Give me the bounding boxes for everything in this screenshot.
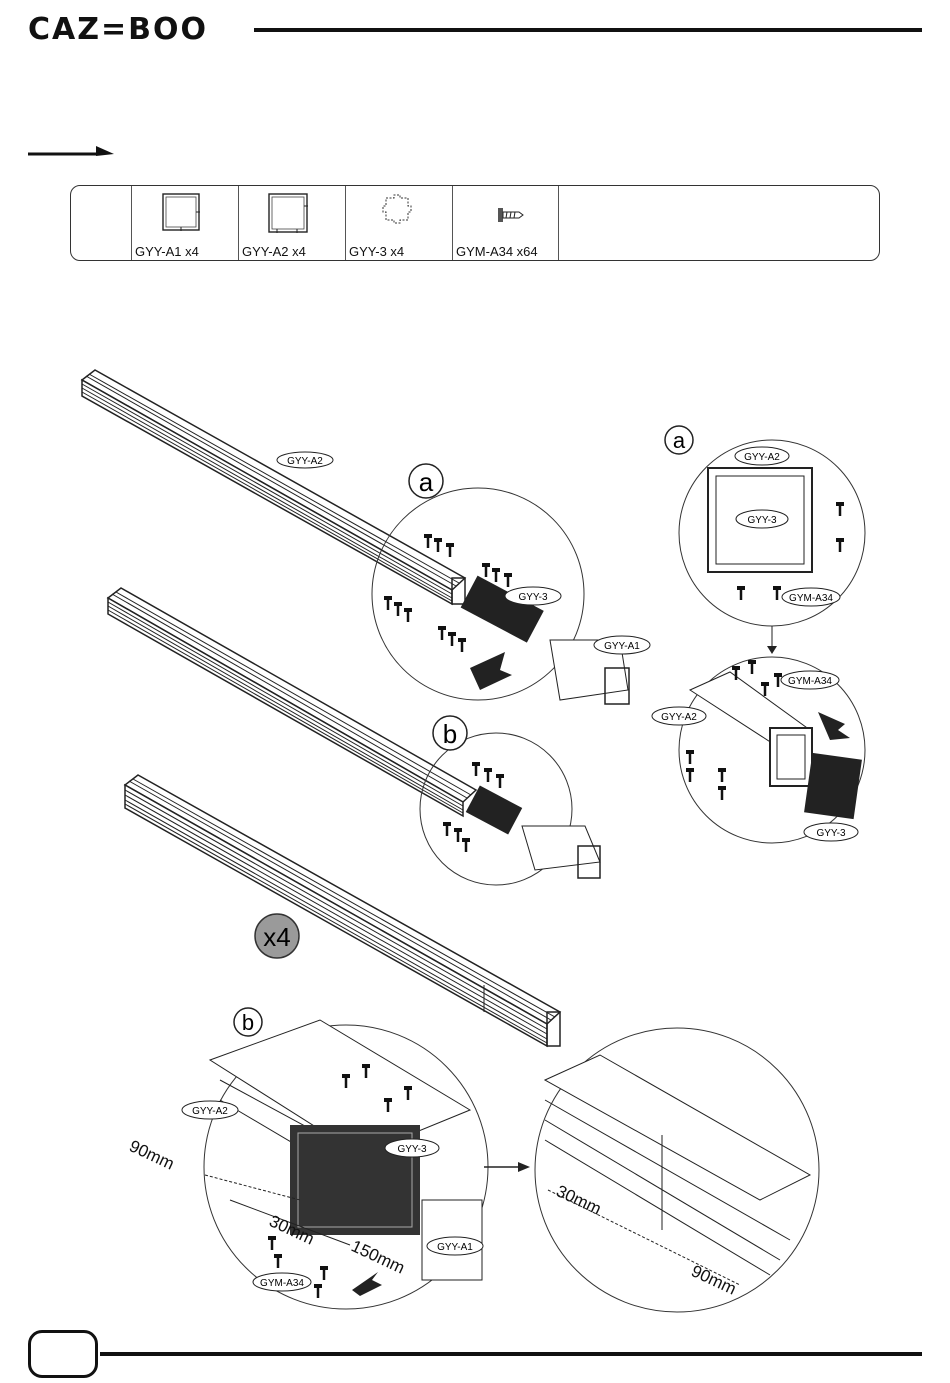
svg-text:x4: x4 <box>263 922 290 952</box>
dimension-label: 150mm <box>348 1236 407 1277</box>
part-label: GYY-3 x4 <box>349 244 404 259</box>
quantity-badge: x4 <box>255 914 299 958</box>
beam-gyy-a2-middle <box>108 588 476 816</box>
svg-text:a: a <box>673 428 686 453</box>
detail-circle-result <box>535 1028 819 1312</box>
label-detail-gyy-3: GYY-3 <box>747 515 777 526</box>
label-detail-gyy-a2: GYY-A2 <box>744 452 780 463</box>
connector-profile-icon <box>346 186 453 242</box>
dimension-label: 90mm <box>688 1261 739 1298</box>
label-gyy-a1: GYY-A1 <box>604 641 640 652</box>
callout-b-lower: b <box>234 1008 262 1036</box>
svg-text:b: b <box>242 1010 254 1035</box>
label-detail-gym-a34: GYM-A34 <box>789 593 833 604</box>
label-detail-gym-a34: GYM-A34 <box>788 676 832 687</box>
dimension-label: 30mm <box>553 1181 604 1218</box>
square-profile-icon <box>132 186 239 242</box>
label-detail-gyy-a1: GYY-A1 <box>437 1242 473 1253</box>
part-gyy-3: GYY-3 x4 <box>345 186 452 260</box>
detail-circle-a-right-lower <box>679 657 865 843</box>
label-detail-gyy-a2: GYY-A2 <box>192 1106 228 1117</box>
part-gym-a34: GYM-A34 x64 <box>452 186 559 260</box>
part-label: GYM-A34 x64 <box>456 244 538 259</box>
step-arrow-icon <box>28 143 118 159</box>
screw-icon <box>453 186 560 242</box>
detail-circle-b-lower <box>204 1020 488 1309</box>
detail-circle-a-right <box>679 440 865 654</box>
part-label: GYY-A2 x4 <box>242 244 306 259</box>
svg-text:a: a <box>419 467 434 497</box>
assembly-drawing: a b a b x4 GYY-A2 GYY-3 GYY-A1 GYY-A2 GY… <box>0 300 950 1330</box>
dimension-label: 90mm <box>126 1136 177 1173</box>
detail-circle-b-middle <box>420 733 600 885</box>
page-number-tab <box>28 1330 98 1378</box>
detail-circle-a-upper <box>372 488 629 704</box>
label-gyy-a2: GYY-A2 <box>287 456 323 467</box>
callout-b-middle: b <box>433 716 467 750</box>
label-gyy-3: GYY-3 <box>518 592 548 603</box>
brand-logo: CAZ=BOO <box>28 12 208 47</box>
label-detail-gyy-3: GYY-3 <box>816 828 846 839</box>
part-gyy-a1: GYY-A1 x4 <box>131 186 238 260</box>
footer-rule <box>100 1352 922 1356</box>
beam-gyy-a2-upper <box>82 370 465 604</box>
header-rule <box>254 28 922 32</box>
part-gyy-a2: GYY-A2 x4 <box>238 186 345 260</box>
label-detail-gyy-a2: GYY-A2 <box>661 712 697 723</box>
label-detail-gym-a34: GYM-A34 <box>260 1278 304 1289</box>
callout-a-right: a <box>665 426 693 454</box>
square-profile-icon <box>239 186 346 242</box>
svg-text:b: b <box>443 719 457 749</box>
parts-list: GYY-A1 x4 GYY-A2 x4 GYY-3 x4 GYM-A34 x64 <box>70 185 880 261</box>
callout-a-upper: a <box>409 464 443 498</box>
label-detail-gyy-3: GYY-3 <box>397 1144 427 1155</box>
part-label: GYY-A1 x4 <box>135 244 199 259</box>
